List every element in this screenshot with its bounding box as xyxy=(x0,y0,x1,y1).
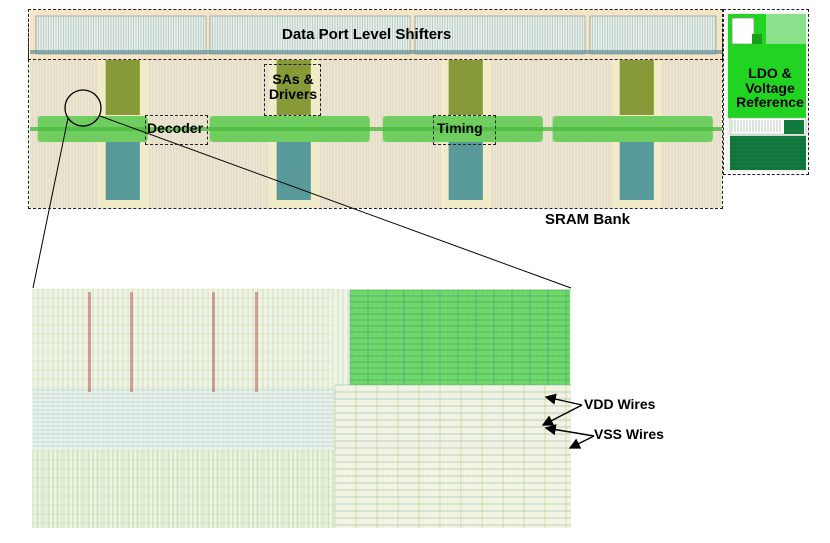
zoom-contact-column xyxy=(212,292,215,392)
ldo-line-1: LDO & xyxy=(748,65,792,81)
sense-amps-outline xyxy=(264,64,321,116)
level-shifter-bus xyxy=(30,50,722,54)
zoom-decoder-cells xyxy=(350,290,570,385)
ldo-block xyxy=(726,12,808,172)
wire-arrow xyxy=(544,393,583,406)
sense-amp-block xyxy=(277,60,311,115)
sense-amp-block xyxy=(106,60,140,115)
voltage-reference-block xyxy=(730,136,806,170)
timing-outline xyxy=(433,115,496,145)
zoom-leader-left xyxy=(32,117,69,289)
ldo-line-3: Reference xyxy=(736,94,804,111)
driver-block xyxy=(277,142,311,200)
ldo-label: LDO & Voltage Reference xyxy=(730,66,810,110)
ldo-ref-cell xyxy=(784,120,804,134)
ldo-outline xyxy=(723,9,809,175)
data-port-label: Data Port Level Shifters xyxy=(282,26,452,43)
level-shifter-strip xyxy=(30,10,722,60)
zoom-contact-column xyxy=(88,292,91,392)
sense-amp-block xyxy=(449,60,483,115)
wire-arrow xyxy=(568,435,595,449)
zoom-routing-area xyxy=(335,385,571,528)
sense-amps-line-2: Drivers xyxy=(268,85,318,102)
wordline-bands xyxy=(30,116,722,142)
ldo-bias-cell xyxy=(766,14,806,44)
zoom-circle xyxy=(64,89,102,127)
decoder-outline xyxy=(145,115,208,145)
wire-arrows xyxy=(541,393,595,449)
vdd-wires-label: VDD Wires xyxy=(584,396,656,412)
sense-amp-block xyxy=(620,60,654,115)
driver-block xyxy=(106,142,140,200)
ldo-line-2: Voltage xyxy=(745,79,795,96)
driver-block xyxy=(620,142,654,200)
wordline-spine xyxy=(30,127,722,131)
vss-wires-label: VSS Wires xyxy=(594,426,664,442)
zoom-contact-column xyxy=(130,292,133,392)
zoom-contact-column xyxy=(255,292,258,392)
wire-arrow xyxy=(541,404,583,426)
decoder-label: Decoder xyxy=(147,120,204,136)
ldo-cap-cell xyxy=(731,17,755,45)
driver-block xyxy=(449,142,483,200)
sense-amps-label: SAs & Drivers xyxy=(267,72,319,101)
sense-amps-line-1: SAs & xyxy=(272,71,314,87)
ldo-small-cell xyxy=(752,34,762,44)
wire-arrow xyxy=(544,424,595,437)
zoom-panel xyxy=(32,288,571,528)
sram-bank-label: SRAM Bank xyxy=(545,211,631,228)
timing-label: Timing xyxy=(437,120,483,136)
data-port-outline xyxy=(28,9,723,60)
